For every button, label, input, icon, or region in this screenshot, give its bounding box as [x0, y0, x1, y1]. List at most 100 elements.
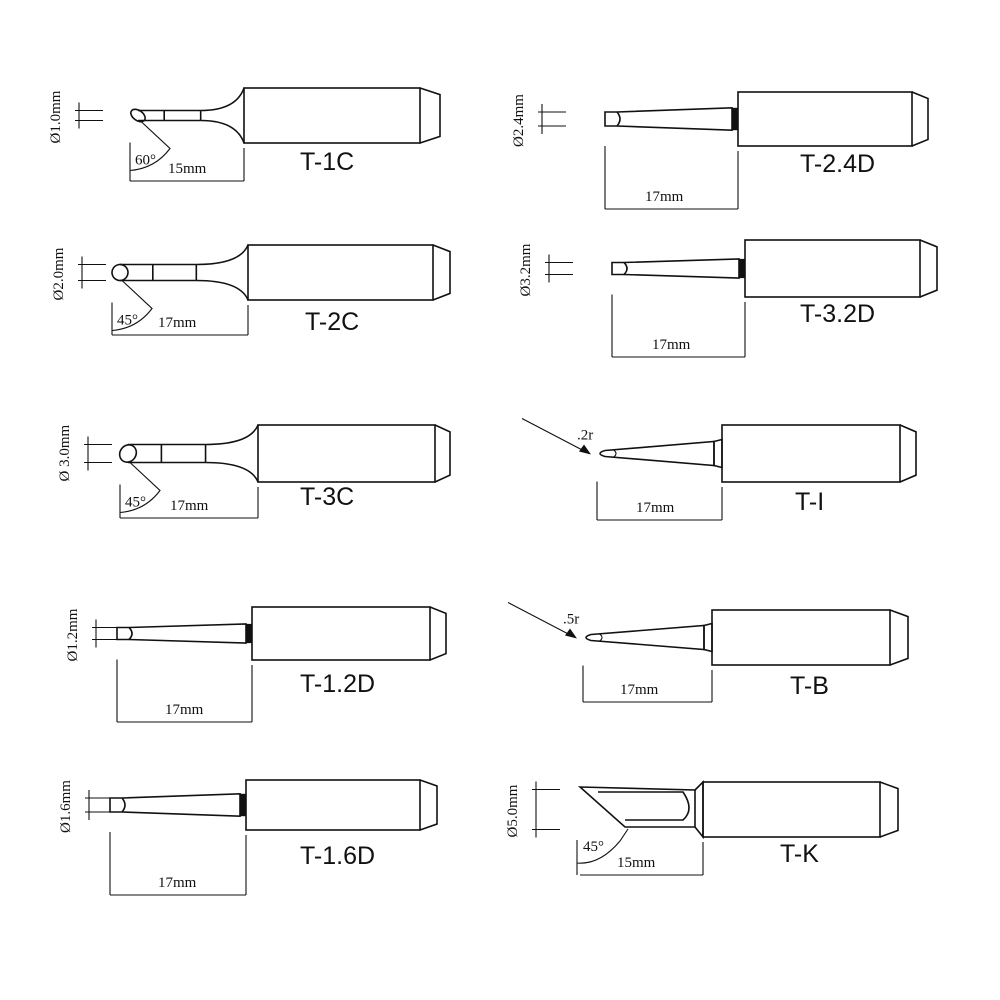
tip-taper — [128, 623, 247, 644]
tip-collar — [703, 622, 713, 653]
length-dimension-line — [597, 487, 723, 521]
length-dimension-line — [112, 305, 249, 336]
tip-flare — [196, 244, 249, 301]
tip-taper — [121, 792, 241, 818]
tip-end-chamfer — [432, 244, 451, 301]
tip-name: T-K — [780, 840, 819, 868]
tip-body — [251, 606, 431, 661]
tip-name: T-1.2D — [300, 670, 375, 698]
length-label: 15mm — [617, 855, 656, 871]
angle-label: 45° — [583, 839, 604, 855]
tip-name: T-B — [790, 672, 829, 700]
angle-marker — [129, 120, 171, 181]
tip-collar — [739, 258, 745, 279]
tip-body — [247, 244, 434, 301]
tip-chisel-face — [604, 111, 621, 127]
arrow-head-icon — [565, 628, 577, 639]
angle-marker — [119, 462, 161, 518]
length-label: 17mm — [636, 500, 675, 516]
diameter-label: Ø3.2mm — [518, 243, 534, 296]
tip-body — [245, 779, 421, 831]
knife-groove — [598, 791, 690, 821]
tip-chisel-face — [116, 626, 133, 641]
tip-collar — [713, 438, 723, 469]
diameter-label: Ø1.6mm — [58, 780, 74, 833]
diameter-dimension-line — [538, 104, 566, 134]
diameter-dimension-line — [92, 619, 120, 648]
tip-body — [711, 609, 891, 666]
length-label: 17mm — [170, 498, 209, 514]
tip-end-chamfer — [419, 87, 441, 144]
tip-shaft — [120, 263, 197, 282]
diameter-dimension-line — [78, 256, 106, 289]
tip-end-chamfer — [889, 609, 909, 666]
tip-cone-ring — [612, 449, 617, 458]
length-label: 17mm — [645, 189, 684, 205]
tip-end-chamfer — [879, 781, 899, 838]
radius-label: .2r — [577, 428, 593, 444]
radius-arrow — [507, 602, 576, 638]
tip-taper — [616, 106, 733, 132]
length-dimension-line — [580, 842, 704, 876]
tip-taper — [623, 258, 740, 279]
length-dimension-line — [120, 487, 259, 519]
length-label: 17mm — [158, 875, 197, 891]
diameter-dimension-line — [75, 102, 103, 129]
tip-body — [744, 239, 921, 298]
tip-chisel-face — [611, 261, 628, 276]
length-label: 17mm — [652, 337, 691, 353]
length-label: 15mm — [168, 161, 207, 177]
tip-bevel-face — [111, 263, 129, 282]
length-dimension-line — [612, 302, 746, 358]
tip-flare — [205, 424, 259, 483]
tip-name: T-3.2D — [800, 300, 875, 328]
diameter-label: Ø2.4mm — [511, 94, 527, 147]
tip-end-chamfer — [899, 424, 917, 483]
angle-label: 45° — [125, 495, 146, 511]
tip-end-chamfer — [419, 779, 438, 831]
tip-cone-ring — [598, 633, 603, 642]
length-label: 17mm — [158, 315, 197, 331]
tip-flare — [200, 87, 245, 144]
tip-t-i: .2r 17mm T-I — [521, 418, 917, 521]
length-label: 17mm — [165, 702, 204, 718]
tip-name: T-2C — [305, 308, 359, 336]
diameter-label: Ø2.0mm — [51, 247, 67, 300]
tip-shaft-rings — [160, 444, 207, 463]
tip-end-chamfer — [429, 606, 447, 661]
tip-end-chamfer — [434, 424, 451, 483]
diameter-dimension-line — [532, 781, 560, 838]
length-label: 17mm — [620, 682, 659, 698]
tip-end-chamfer — [919, 239, 938, 298]
length-dimension-line — [130, 148, 245, 182]
tip-body — [737, 91, 913, 147]
tip-name: T-I — [795, 488, 824, 516]
tip-collar — [240, 793, 246, 817]
diameter-label: Ø1.0mm — [48, 90, 64, 143]
tip-shaft-rings — [152, 264, 198, 281]
diameter-label: Ø5.0mm — [505, 784, 521, 837]
tip-name: T-1C — [300, 148, 354, 176]
tip-shaft — [128, 443, 206, 464]
angle-label: 45° — [117, 313, 138, 329]
length-dimension-line — [110, 835, 247, 896]
tip-collar — [246, 623, 252, 644]
tip-name: T-3C — [300, 483, 354, 511]
tip-body — [702, 781, 881, 838]
length-dimension-line — [605, 151, 739, 210]
tip-chisel-face — [109, 797, 126, 813]
tip-shaft — [138, 109, 201, 122]
arrow-head-icon — [579, 444, 591, 455]
radius-arrow — [521, 418, 590, 454]
angle-label: 60° — [135, 153, 156, 169]
